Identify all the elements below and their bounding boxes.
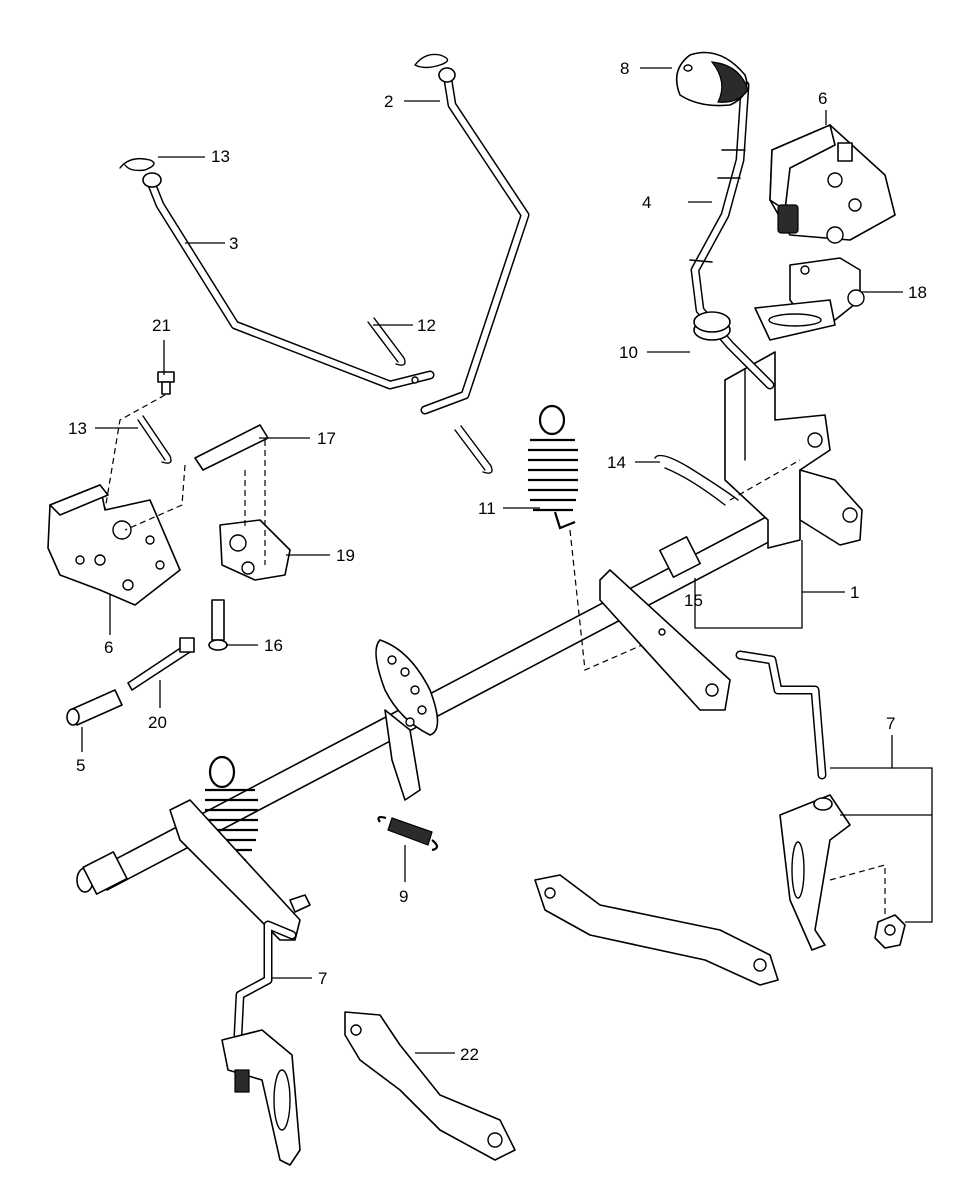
callout-6-left: 6 (104, 638, 113, 657)
leader-lines (81, 67, 933, 1054)
shaft-bracket (724, 351, 863, 549)
guide-plate (754, 257, 865, 341)
callout-14: 14 (607, 453, 626, 472)
spacer-5 (66, 689, 123, 726)
callout-4: 4 (642, 193, 651, 212)
callout-21: 21 (152, 316, 171, 335)
callout-3: 3 (229, 234, 238, 253)
clip-14 (654, 454, 739, 506)
rod-3 (142, 172, 435, 390)
callout-18: 18 (908, 283, 927, 302)
pivot-bracket-19 (219, 519, 291, 581)
callout-20: 20 (148, 713, 167, 732)
bolt-20 (127, 637, 195, 691)
callout-16: 16 (264, 636, 283, 655)
plate-link-22 (344, 1011, 516, 1161)
clip-13-left (137, 415, 172, 464)
left-arm (169, 799, 311, 941)
callout-8: 8 (620, 59, 629, 78)
callout-7-left: 7 (318, 969, 327, 988)
bolt-21 (157, 371, 175, 395)
callout-12: 12 (417, 316, 436, 335)
linkage-7-right (735, 650, 906, 951)
clip-13-top (119, 157, 155, 172)
detent-plate (375, 639, 439, 801)
assembly-lines (104, 394, 886, 915)
shift-lever (689, 80, 775, 390)
callout-7-right: 7 (886, 714, 895, 733)
linkage-7-left (221, 920, 301, 1166)
callout-2: 2 (384, 92, 393, 111)
callout-9: 9 (399, 887, 408, 906)
mounting-bracket-right (769, 124, 896, 244)
callout-13-left: 13 (68, 419, 87, 438)
pin-17 (194, 424, 269, 471)
shift-knob (675, 51, 749, 107)
mounting-bracket-left (47, 484, 181, 606)
clip-12 (367, 317, 406, 366)
callout-13-top: 13 (211, 147, 230, 166)
plate-link-mid (534, 874, 779, 986)
callout-6-right: 6 (818, 89, 827, 108)
callout-19: 19 (336, 546, 355, 565)
callout-15: 15 (684, 591, 703, 610)
callout-11: 11 (478, 499, 496, 518)
callout-1: 1 (850, 583, 859, 602)
callout-17: 17 (317, 429, 336, 448)
callout-labels: 8 2 13 3 4 6 18 12 10 21 13 17 14 11 19 … (68, 59, 927, 1064)
spring-9 (377, 816, 439, 852)
callout-5: 5 (76, 756, 85, 775)
clip-top-2 (414, 53, 449, 69)
shaft-arm (599, 569, 731, 711)
clip-mid (454, 425, 493, 474)
callout-22: 22 (460, 1045, 479, 1064)
bolt-16 (208, 599, 228, 651)
spring-11 (528, 404, 578, 530)
rod-2 (420, 67, 530, 415)
callout-10: 10 (619, 343, 638, 362)
